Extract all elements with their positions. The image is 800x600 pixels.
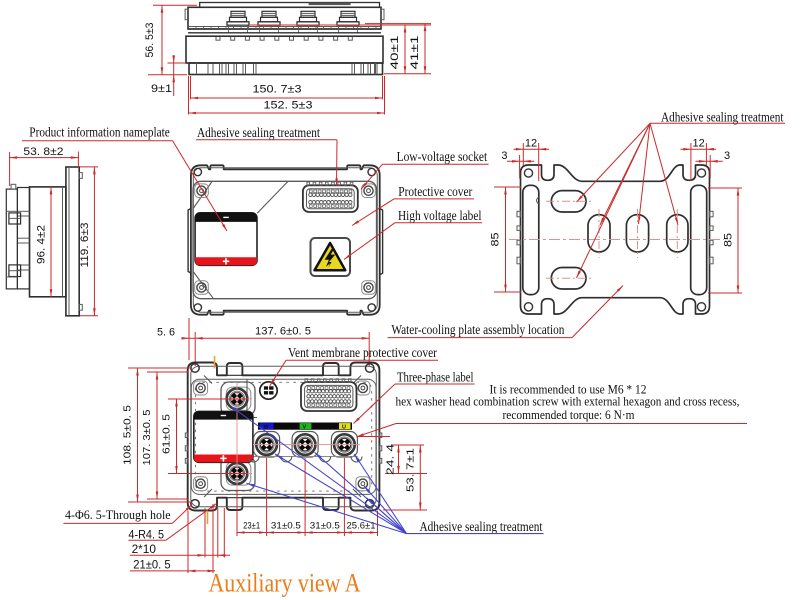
svg-text:4-R4. 5: 4-R4. 5 — [128, 528, 164, 542]
svg-text:Product information nameplate: Product information nameplate — [29, 125, 170, 140]
svg-text:96. 4±2: 96. 4±2 — [36, 225, 48, 264]
svg-text:31±0.5: 31±0.5 — [271, 521, 301, 531]
svg-text:12: 12 — [525, 137, 537, 149]
svg-text:2*10: 2*10 — [132, 542, 157, 556]
svg-text:108. 5±0. 5: 108. 5±0. 5 — [122, 405, 134, 465]
svg-text:Adhesive sealing treatment: Adhesive sealing treatment — [197, 125, 320, 140]
svg-text:23±1: 23±1 — [243, 521, 260, 531]
svg-text:Vent membrane protective cover: Vent membrane protective cover — [288, 346, 437, 361]
svg-text:Auxiliary view A: Auxiliary view A — [209, 569, 361, 598]
svg-text:Low-voltage socket: Low-voltage socket — [397, 149, 488, 164]
svg-text:53. 7±1: 53. 7±1 — [406, 447, 417, 492]
svg-text:12: 12 — [692, 137, 704, 149]
svg-text:25.6±1: 25.6±1 — [347, 521, 376, 531]
svg-text:21±0. 5: 21±0. 5 — [133, 558, 171, 572]
svg-text:53. 8±2: 53. 8±2 — [23, 146, 63, 158]
svg-text:41±1: 41±1 — [409, 36, 421, 70]
svg-text:hex washer head combination sc: hex washer head combination screw with e… — [396, 394, 740, 409]
svg-text:9±1: 9±1 — [151, 83, 172, 95]
svg-text:85: 85 — [490, 233, 502, 247]
svg-text:3: 3 — [501, 150, 507, 162]
svg-text:3: 3 — [724, 150, 730, 162]
svg-text:recommended torque: 6 N·m: recommended torque: 6 N·m — [503, 407, 635, 422]
svg-text:4-Φ6. 5-Through hole: 4-Φ6. 5-Through hole — [65, 507, 171, 522]
svg-text:Adhesive sealing treatment: Adhesive sealing treatment — [661, 111, 784, 126]
svg-text:107. 3±0. 5: 107. 3±0. 5 — [141, 409, 153, 465]
svg-text:High voltage label: High voltage label — [398, 208, 482, 223]
svg-text:5. 6: 5. 6 — [157, 327, 175, 339]
svg-text:Adhesive sealing treatment: Adhesive sealing treatment — [420, 519, 543, 534]
svg-text:Water-cooling plate assembly l: Water-cooling plate assembly location — [391, 322, 564, 337]
svg-text:61±0. 5: 61±0. 5 — [161, 414, 173, 454]
svg-text:137. 6±0. 5: 137. 6±0. 5 — [255, 326, 311, 338]
svg-text:V: V — [303, 425, 307, 431]
svg-text:40±1: 40±1 — [389, 36, 401, 70]
svg-text:152. 5±3: 152. 5±3 — [264, 100, 313, 112]
svg-text:It is recommended to use M6 *: It is recommended to use M6 * 12 — [490, 382, 647, 397]
svg-text:150. 7±3: 150. 7±3 — [253, 84, 302, 96]
svg-text:Three-phase label: Three-phase label — [397, 370, 474, 385]
svg-text:W: W — [264, 425, 270, 431]
svg-text:85: 85 — [723, 233, 735, 247]
svg-text:U: U — [342, 425, 346, 431]
svg-text:Protective cover: Protective cover — [398, 184, 472, 199]
svg-text:56. 5±3: 56. 5±3 — [144, 23, 156, 58]
svg-text:31±0.5: 31±0.5 — [310, 521, 340, 531]
svg-text:24. 4: 24. 4 — [386, 443, 397, 475]
svg-text:119. 6±3: 119. 6±3 — [79, 223, 91, 268]
